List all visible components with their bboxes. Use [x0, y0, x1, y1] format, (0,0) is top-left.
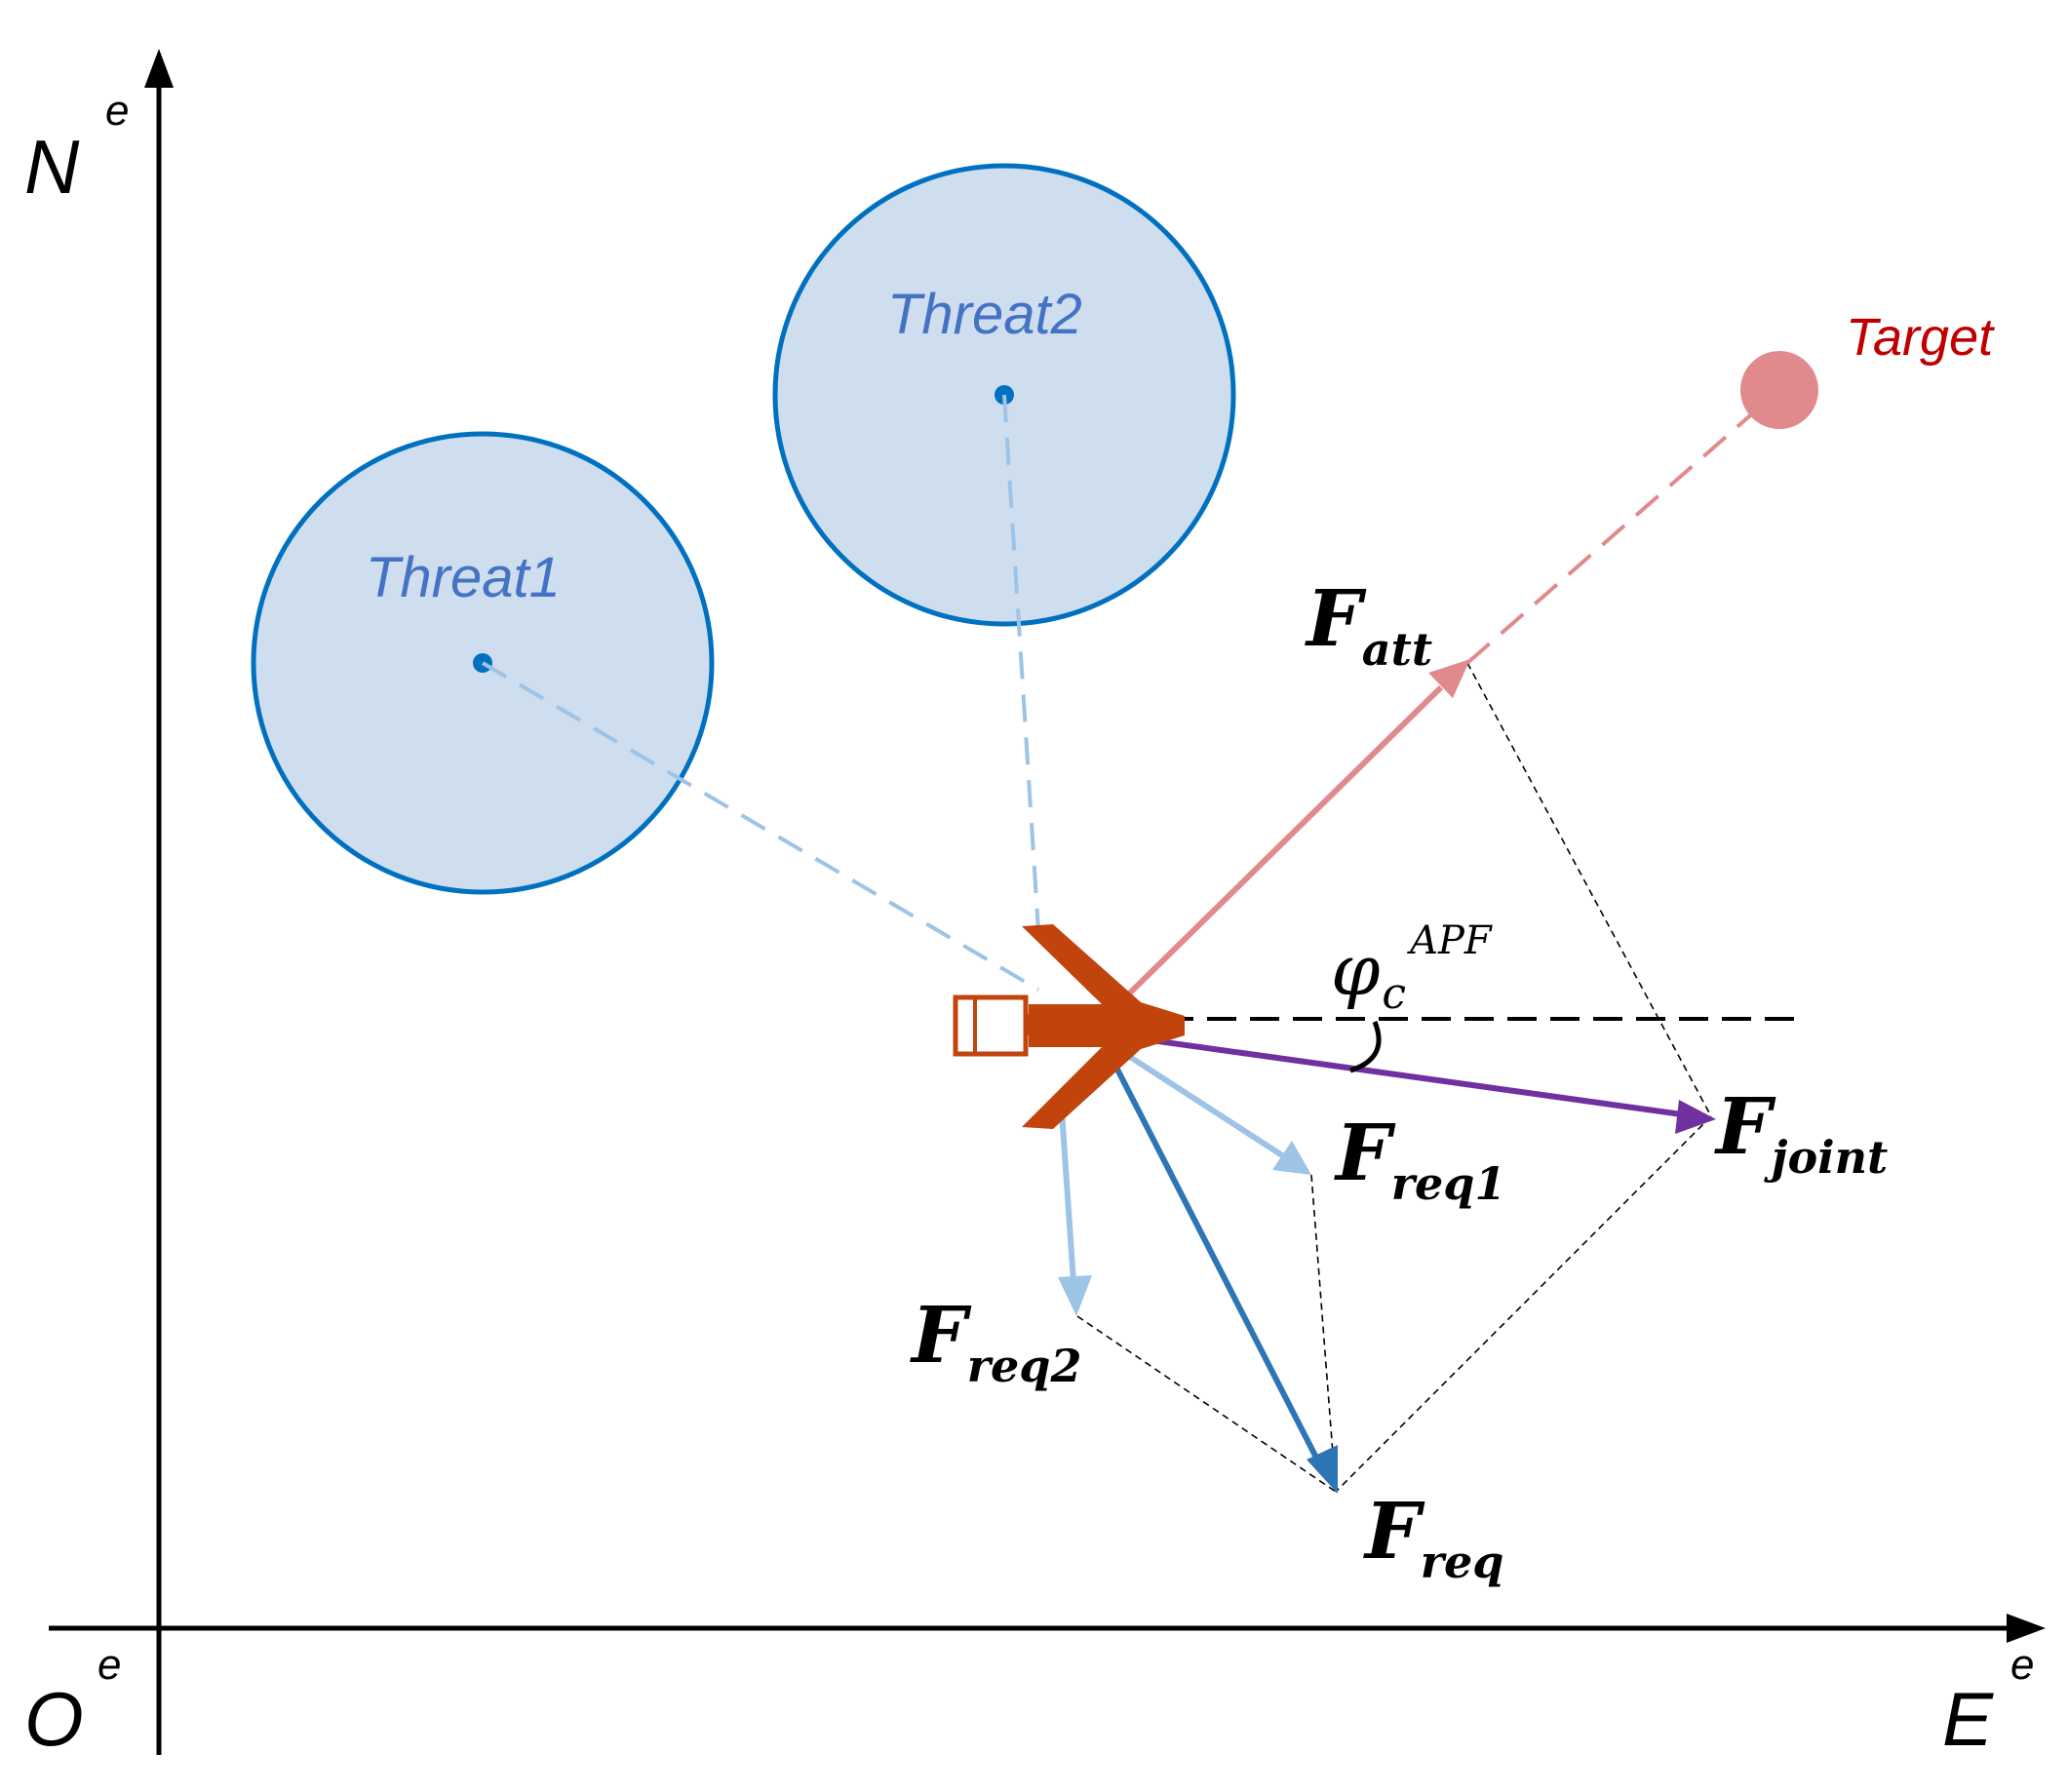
f-req-arrow	[1109, 1056, 1319, 1460]
f-att-arrow	[1113, 684, 1444, 1009]
target-dashed-line	[1465, 388, 1781, 665]
f-att-arrowhead	[1428, 659, 1470, 698]
north-arrowhead	[144, 49, 174, 88]
east-arrowhead	[2007, 1614, 2046, 1643]
f-req1-arrow	[1114, 1045, 1284, 1158]
f-req-arrowhead	[1307, 1445, 1338, 1494]
origin-sup: e	[98, 1641, 121, 1689]
f-req2-label: Freq2	[910, 1289, 1081, 1392]
east-axis-label: E	[1942, 1676, 1994, 1762]
threat-1-label: Threat1	[366, 546, 561, 609]
f-req1-arrowhead	[1272, 1141, 1311, 1175]
threat-2-label: Threat2	[887, 283, 1082, 346]
f-joint-arrowhead	[1675, 1100, 1716, 1134]
north-axis-sup: e	[105, 87, 129, 135]
f-req-label: Freq	[1363, 1485, 1503, 1588]
target: Target	[1465, 308, 1995, 665]
parallelogram-guides	[1076, 662, 1712, 1493]
east-axis-sup: e	[2010, 1641, 2034, 1689]
target-marker	[1740, 351, 1818, 429]
fighter-jet-icon	[953, 924, 1185, 1129]
f-req2-arrow	[1058, 1096, 1076, 1283]
heading-angle-arc	[1349, 1021, 1382, 1073]
origin-label: O	[24, 1676, 84, 1762]
f-req1-label: Freq1	[1334, 1107, 1505, 1210]
f-req2-arrowhead	[1058, 1275, 1092, 1316]
heading-angle-label: φcAPF	[1331, 918, 1493, 1019]
target-label: Target	[1846, 308, 1995, 367]
north-axis-label: N	[24, 124, 80, 210]
axes: N e O e E e	[24, 49, 2046, 1762]
threat-2-to-aircraft-line	[1002, 394, 1040, 932]
f-joint-label: Fjoint	[1714, 1080, 1888, 1184]
f-att-label: Fatt	[1305, 572, 1432, 676]
f-joint-arrow	[1115, 1032, 1683, 1117]
threat-1-to-aircraft-line	[481, 661, 1040, 992]
force-vectors	[1058, 659, 1716, 1494]
